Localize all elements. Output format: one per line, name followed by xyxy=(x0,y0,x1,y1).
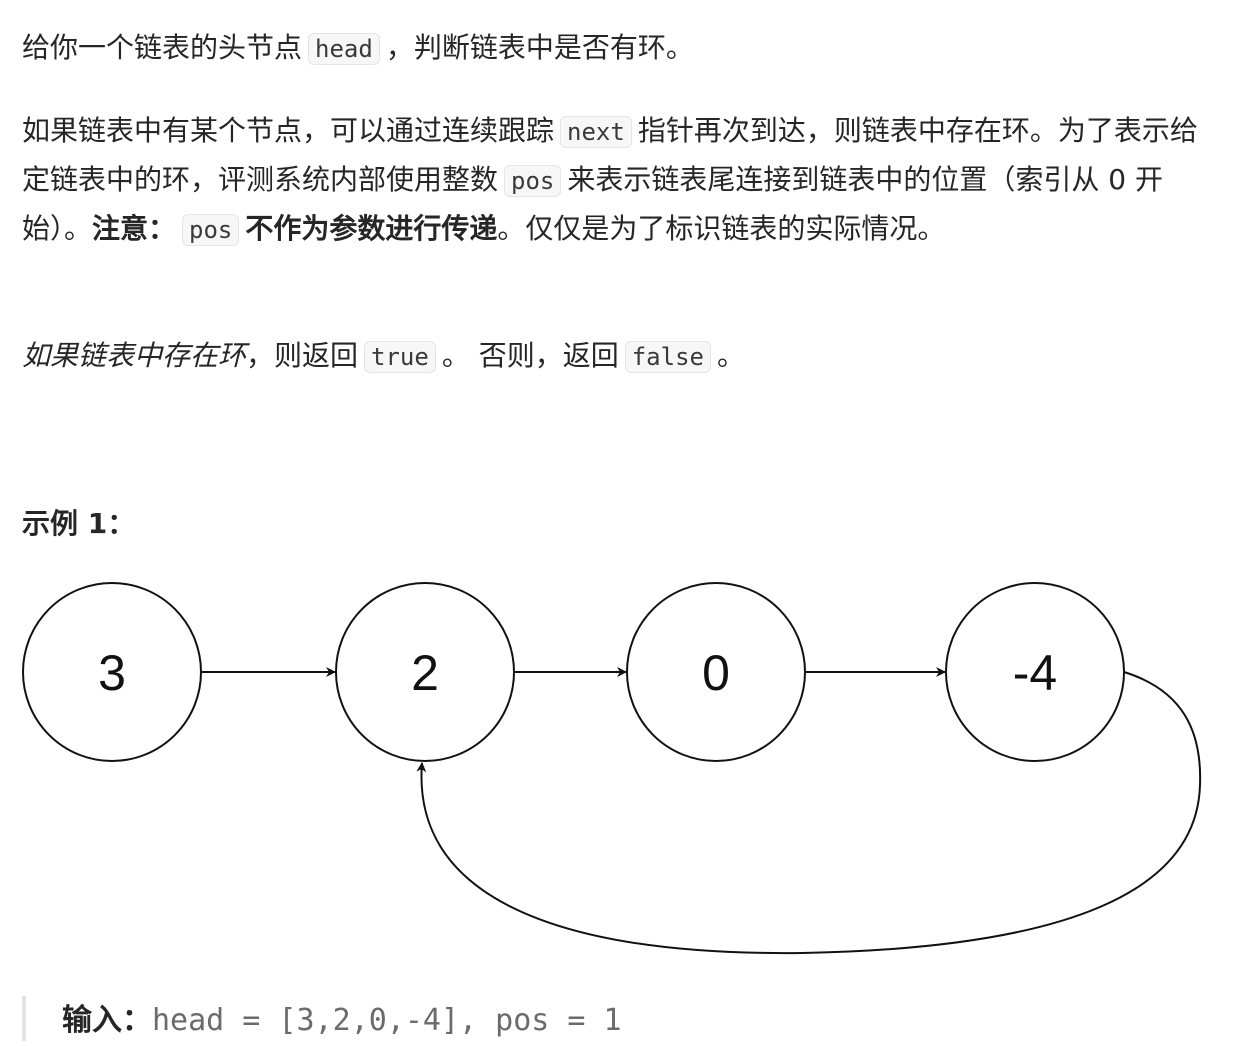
text: 。 xyxy=(716,339,745,372)
input-label: 输入： xyxy=(62,1003,152,1038)
text: 。仅仅是为了标识链表的实际情况。 xyxy=(497,212,946,245)
code-pos: pos xyxy=(504,165,562,197)
node-value: 0 xyxy=(702,645,730,701)
note-text: 不作为参数进行传递 xyxy=(245,212,498,245)
code-head: head xyxy=(308,33,380,65)
list-node-1: 2 xyxy=(335,582,515,762)
code-pos-note: pos xyxy=(182,214,240,246)
emphasis-text: 如果链表中存在环 xyxy=(22,339,247,372)
code-next: next xyxy=(560,116,632,148)
example-heading: 示例 1： xyxy=(22,507,136,540)
list-node-2: 0 xyxy=(626,582,806,762)
text: 。 否则，返回 xyxy=(441,339,619,372)
text: 如果链表中有某个节点，可以通过连续跟踪 xyxy=(22,114,555,147)
text: 指针再次到达，则链表中存在环。为了表示给定链表中的环，评测系统内部使用整数 xyxy=(22,114,1198,196)
text: 来表示链表尾连接到链表中的位置（索引从 0 开始）。 xyxy=(22,163,1163,245)
example-input-block: 输入：head = [3,2,0,-4], pos = 1 xyxy=(22,996,622,1041)
list-node-3: -4 xyxy=(945,582,1125,762)
code-true: true xyxy=(364,341,436,373)
cycle-edge-3-1 xyxy=(416,671,1202,955)
list-node-0: 3 xyxy=(22,582,202,762)
linked-list-diagram: 3 2 0 -4 xyxy=(22,582,1202,955)
note-label: 注意： xyxy=(92,212,177,245)
text: 给你一个链表的头节点 xyxy=(22,31,303,64)
text: ，则返回 xyxy=(246,339,359,372)
code-false: false xyxy=(624,341,711,373)
node-value: 2 xyxy=(411,645,439,701)
node-value: -4 xyxy=(1013,645,1057,701)
input-value: head = [3,2,0,-4], pos = 1 xyxy=(152,1003,622,1038)
node-value: 3 xyxy=(98,645,126,701)
text: ，判断链表中是否有环。 xyxy=(385,31,694,64)
